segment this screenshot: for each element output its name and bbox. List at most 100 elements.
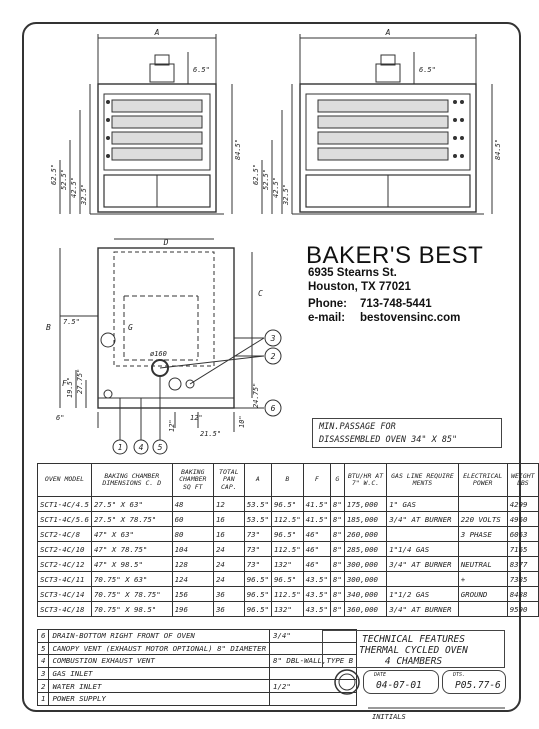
spec-cell: 3/4" AT BURNER xyxy=(386,511,459,527)
spec-cell: 24 xyxy=(212,571,245,587)
legend-cell xyxy=(269,691,358,706)
spec-header-cell: WEIGHT LBS xyxy=(506,463,539,497)
spec-cell: 185,000 xyxy=(343,511,388,527)
front-elevation-right xyxy=(261,34,493,215)
date-value: 04-07-01 xyxy=(376,680,422,691)
spec-cell: 300,000 xyxy=(343,571,388,587)
callout-4: 4 xyxy=(139,443,144,452)
phone-value: 713-748-5441 xyxy=(360,298,432,310)
company-city: Houston, TX 77021 xyxy=(308,281,411,293)
spec-cell: 80 xyxy=(171,526,214,542)
spec-cell xyxy=(386,526,459,542)
spec-cell: SCT3-4C/14 xyxy=(37,586,92,602)
spec-cell: + xyxy=(457,571,508,587)
dim-7-5: 7.5" xyxy=(63,318,80,326)
spec-cell: 285,000 xyxy=(343,541,388,557)
height-42-5-right: 42.5" xyxy=(272,177,280,198)
spec-cell: 41.5" xyxy=(302,496,331,512)
dwg-label: DTS. xyxy=(453,672,466,678)
spec-cell: 53.5" xyxy=(243,511,272,527)
spec-cell: 41.5" xyxy=(302,511,331,527)
spec-cell: 47" X 98.5" xyxy=(90,556,173,572)
spec-cell: 112.5" xyxy=(270,541,304,557)
spec-cell: 73" xyxy=(243,541,272,557)
dim-24-75: 24.75" xyxy=(252,383,260,408)
spec-cell: 24 xyxy=(212,541,245,557)
spec-cell: 7385 xyxy=(506,571,539,587)
spec-header-cell: G xyxy=(329,463,345,497)
dim-12-vert: 12" xyxy=(168,419,176,432)
spec-header-cell: F xyxy=(302,463,331,497)
dim-a-right: A xyxy=(385,28,391,37)
spec-cell: 3/4" AT BURNER xyxy=(386,601,459,617)
spec-cell: 73" xyxy=(243,526,272,542)
spec-cell: 48 xyxy=(171,496,214,512)
legend-cell: 5 xyxy=(36,641,50,656)
spec-cell: 43.5" xyxy=(302,601,331,617)
spec-cell: 4960 xyxy=(506,511,539,527)
dim-19-5: 19.5" xyxy=(66,377,74,398)
spec-cell: 8" xyxy=(329,586,345,602)
spec-cell: 4299 xyxy=(506,496,539,512)
legend-cell: 2 xyxy=(36,679,50,693)
spec-cell: GROUND xyxy=(457,586,508,602)
sheet-border xyxy=(22,22,521,712)
dim-12: 12" xyxy=(190,414,203,422)
dim-10: 10" xyxy=(238,415,246,428)
spec-cell: 8" xyxy=(329,496,345,512)
spec-cell: 27.5" X 63" xyxy=(90,496,173,512)
spec-cell: 53.5" xyxy=(243,496,272,512)
spec-header-cell: BAKING CHAMBER SQ FT xyxy=(171,463,214,497)
legend-cell: 6 xyxy=(36,629,50,643)
title-line-3: 4 CHAMBERS xyxy=(384,656,443,667)
spec-cell: 156 xyxy=(171,586,214,602)
height-52-5-left: 52.5" xyxy=(60,169,68,190)
spec-cell: 300,000 xyxy=(343,556,388,572)
callout-3: 3 xyxy=(270,334,276,343)
spec-cell: 9590 xyxy=(506,601,539,617)
spec-cell: 96.5" xyxy=(270,526,304,542)
spec-cell: 1" GAS xyxy=(386,496,459,512)
height-32-5-right: 32.5" xyxy=(282,184,290,206)
spec-cell: 73" xyxy=(243,556,272,572)
spec-cell: 46" xyxy=(302,541,331,557)
spec-header-cell: GAS LINE REQUIRE MENTS xyxy=(386,463,459,497)
spec-cell: 112.5" xyxy=(270,586,304,602)
dwg-box: DTS. P05.77-6 xyxy=(442,670,506,694)
phone-label: Phone: xyxy=(308,298,347,310)
title-line-2: THERMAL CYCLED OVEN xyxy=(359,645,468,656)
spec-cell: SCT2-4C/12 xyxy=(37,556,92,572)
spec-cell: 36 xyxy=(212,601,245,617)
spec-cell: 96.5" xyxy=(243,586,272,602)
company-street: 6935 Stearns St. xyxy=(308,267,397,279)
dim-d: D xyxy=(163,238,169,247)
legend-cell: 1 xyxy=(36,691,50,706)
spec-header-cell: B xyxy=(270,463,304,497)
spec-cell: 220 VOLTS xyxy=(457,511,508,527)
spec-cell: SCT1-4C/5.6 xyxy=(37,511,92,527)
spec-cell: 8" xyxy=(329,541,345,557)
spec-cell: 70.75" X 78.75" xyxy=(90,586,173,602)
spec-cell: 8" xyxy=(329,511,345,527)
spec-cell: 8" xyxy=(329,601,345,617)
spec-cell: 132" xyxy=(270,556,304,572)
spec-cell: SCT1-4C/4.5 xyxy=(37,496,92,512)
spec-cell: SCT2-4C/10 xyxy=(37,541,92,557)
email-row: e-mail: bestovensinc.com xyxy=(308,312,460,324)
spec-header-cell: A xyxy=(243,463,272,497)
height-42-5-left: 42.5" xyxy=(70,177,78,198)
legend-cell: CANOPY VENT (EXHAUST MOTOR OPTIONAL) 8" … xyxy=(48,641,271,656)
legend-cell: 4 xyxy=(36,654,50,668)
plan-view xyxy=(59,238,282,455)
email-label: e-mail: xyxy=(308,312,346,324)
spec-cell: 96.5" xyxy=(243,601,272,617)
